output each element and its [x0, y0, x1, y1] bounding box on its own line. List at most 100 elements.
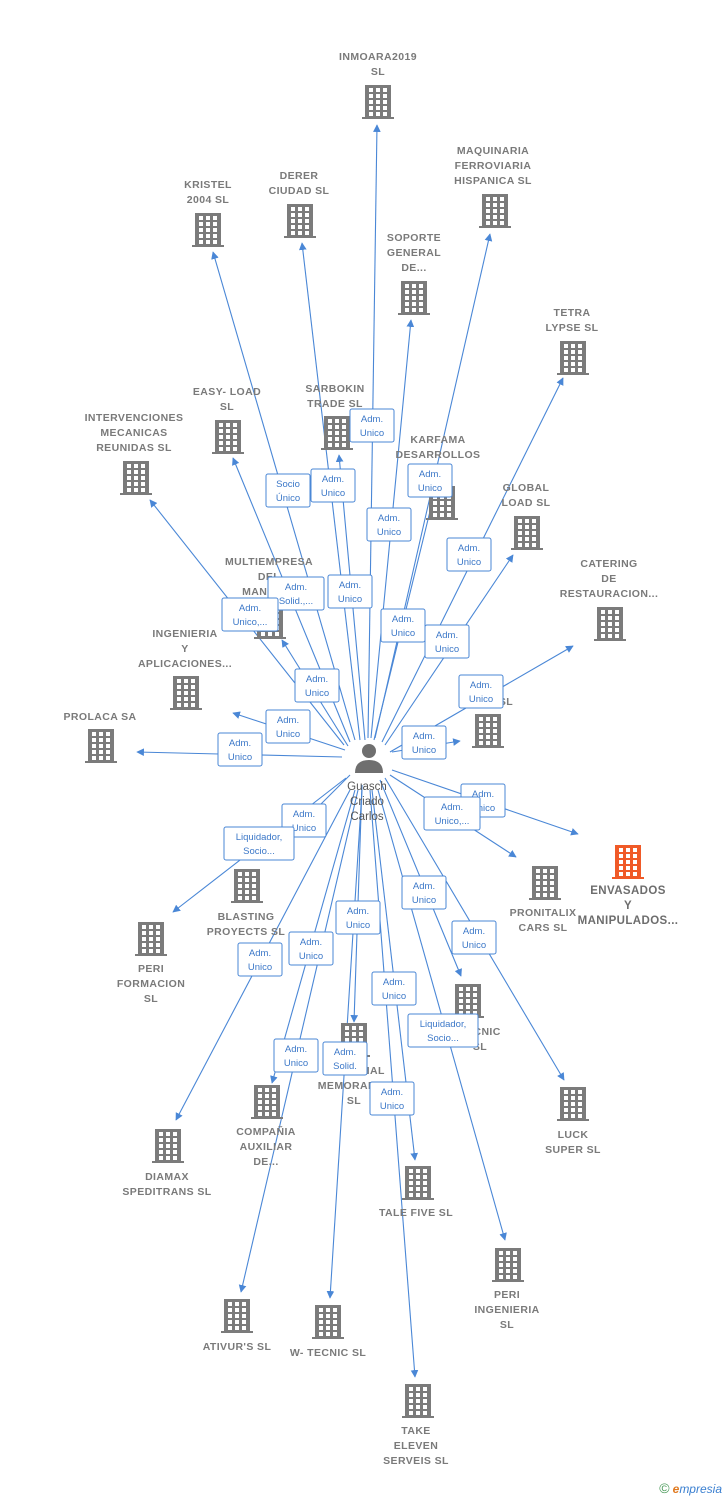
company-label[interactable]: LUCK [558, 1129, 589, 1141]
company-label[interactable]: LOAD SL [502, 497, 551, 509]
building-icon[interactable] [251, 1085, 283, 1119]
person-name-label[interactable]: Criado [350, 796, 384, 808]
company-label[interactable]: W- TECNIC SL [290, 1347, 367, 1359]
building-icon[interactable] [557, 341, 589, 375]
building-icon[interactable] [135, 922, 167, 956]
company-label[interactable]: PRONITALIX [510, 907, 577, 919]
company-label[interactable]: INGENIERIA [152, 628, 217, 640]
company-label[interactable]: AUXILIAR [240, 1141, 293, 1153]
building-icon[interactable] [152, 1129, 184, 1163]
company-label[interactable]: RESTAURACION... [560, 588, 659, 600]
building-icon[interactable] [479, 194, 511, 228]
building-icon[interactable] [120, 461, 152, 495]
company-label[interactable]: ENVASADOS [590, 885, 666, 897]
building-icon[interactable] [170, 676, 202, 710]
building-icon[interactable] [511, 516, 543, 550]
company-node-luck[interactable]: LUCK SUPER SL [545, 1087, 601, 1156]
company-label[interactable]: SL [144, 993, 158, 1005]
company-label[interactable]: SOPORTE [387, 232, 441, 244]
company-label[interactable]: BLASTING [218, 911, 275, 923]
company-label[interactable]: SL [220, 401, 234, 413]
company-node-pronitalix[interactable]: PRONITALIX CARS SL [510, 866, 577, 934]
person-name-label[interactable]: Carlos [350, 811, 383, 823]
company-label[interactable]: DESARROLLOS [396, 449, 481, 461]
company-label[interactable]: ATIVUR'S SL [203, 1341, 272, 1353]
company-label[interactable]: CARS SL [519, 922, 568, 934]
company-label[interactable]: GENERAL [387, 247, 441, 259]
company-node-compania[interactable]: COMPAÑIA AUXILIAR DE... [236, 1085, 296, 1168]
company-label[interactable]: REUNIDAS SL [96, 442, 172, 454]
company-label[interactable]: INGENIERIA [474, 1304, 539, 1316]
company-label[interactable]: TALE FIVE SL [379, 1207, 453, 1219]
company-label[interactable]: INTERVENCIONES [85, 412, 184, 424]
company-node-prolaca[interactable]: PROLACA SA [63, 711, 136, 763]
building-icon[interactable] [402, 1384, 434, 1418]
company-label[interactable]: GLOBAL [503, 482, 550, 494]
company-node-kristel[interactable]: KRISTEL 2004 SL [184, 179, 232, 247]
company-label[interactable]: DE [601, 573, 616, 585]
company-node-talefive[interactable]: TALE FIVE SL [379, 1166, 453, 1219]
company-label[interactable]: SL [371, 66, 385, 78]
company-label[interactable]: ELEVEN [394, 1440, 438, 1452]
company-label[interactable]: PERI [138, 963, 164, 975]
company-label[interactable]: Y [181, 643, 188, 655]
company-label[interactable]: TETRA [554, 307, 591, 319]
building-icon[interactable] [312, 1305, 344, 1339]
company-node-globalload[interactable]: GLOBAL LOAD SL [502, 482, 551, 550]
building-icon[interactable] [612, 845, 644, 879]
building-icon[interactable] [231, 869, 263, 903]
company-node-wtecnic[interactable]: W- TECNIC SL [290, 1305, 367, 1359]
company-label[interactable]: APLICACIONES... [138, 658, 232, 670]
building-icon[interactable] [192, 213, 224, 247]
company-label[interactable]: SL [347, 1095, 361, 1107]
company-label[interactable]: Y [624, 900, 632, 912]
building-icon[interactable] [362, 85, 394, 119]
building-icon[interactable] [492, 1248, 524, 1282]
company-label[interactable]: KARFAMA [410, 434, 465, 446]
company-label[interactable]: COMPAÑIA [236, 1125, 296, 1138]
company-label[interactable]: TRADE SL [307, 398, 363, 410]
person-icon[interactable] [355, 744, 383, 773]
company-label[interactable]: INMOARA2019 [339, 51, 417, 63]
building-icon[interactable] [284, 204, 316, 238]
company-node-catering[interactable]: CATERING DE RESTAURACION... [560, 558, 659, 641]
building-icon[interactable] [398, 281, 430, 315]
company-node-maquinaria[interactable]: MAQUINARIA FERROVIARIA HISPANICA SL [454, 145, 532, 228]
company-label[interactable]: DIAMAX [145, 1171, 189, 1183]
company-label[interactable]: CIUDAD SL [269, 185, 330, 197]
company-label[interactable]: SUPER SL [545, 1144, 601, 1156]
company-label[interactable]: PROLACA SA [63, 711, 136, 723]
company-node-ativur[interactable]: ATIVUR'S SL [203, 1299, 272, 1353]
building-icon[interactable] [402, 1166, 434, 1200]
building-icon[interactable] [212, 420, 244, 454]
building-icon[interactable] [529, 866, 561, 900]
company-label[interactable]: KRISTEL [184, 179, 232, 191]
building-icon[interactable] [221, 1299, 253, 1333]
company-node-envasados[interactable]: ENVASADOSYMANIPULADOS... [578, 845, 679, 927]
building-icon[interactable] [321, 416, 353, 450]
company-label[interactable]: CATERING [580, 558, 637, 570]
building-icon[interactable] [472, 714, 504, 748]
company-label[interactable]: MAQUINARIA [457, 145, 529, 157]
company-label[interactable]: MULTIEMPRESA [225, 556, 313, 568]
building-icon[interactable] [452, 984, 484, 1018]
person-name-label[interactable]: Guasch [347, 781, 387, 793]
building-icon[interactable] [557, 1087, 589, 1121]
company-label[interactable]: SERVEIS SL [383, 1455, 449, 1467]
company-label[interactable]: PERI [494, 1289, 520, 1301]
company-label[interactable]: 2004 SL [187, 194, 230, 206]
company-label[interactable]: DE... [253, 1156, 278, 1168]
company-label[interactable]: HISPANICA SL [454, 175, 532, 187]
company-label[interactable]: FERROVIARIA [455, 160, 532, 172]
